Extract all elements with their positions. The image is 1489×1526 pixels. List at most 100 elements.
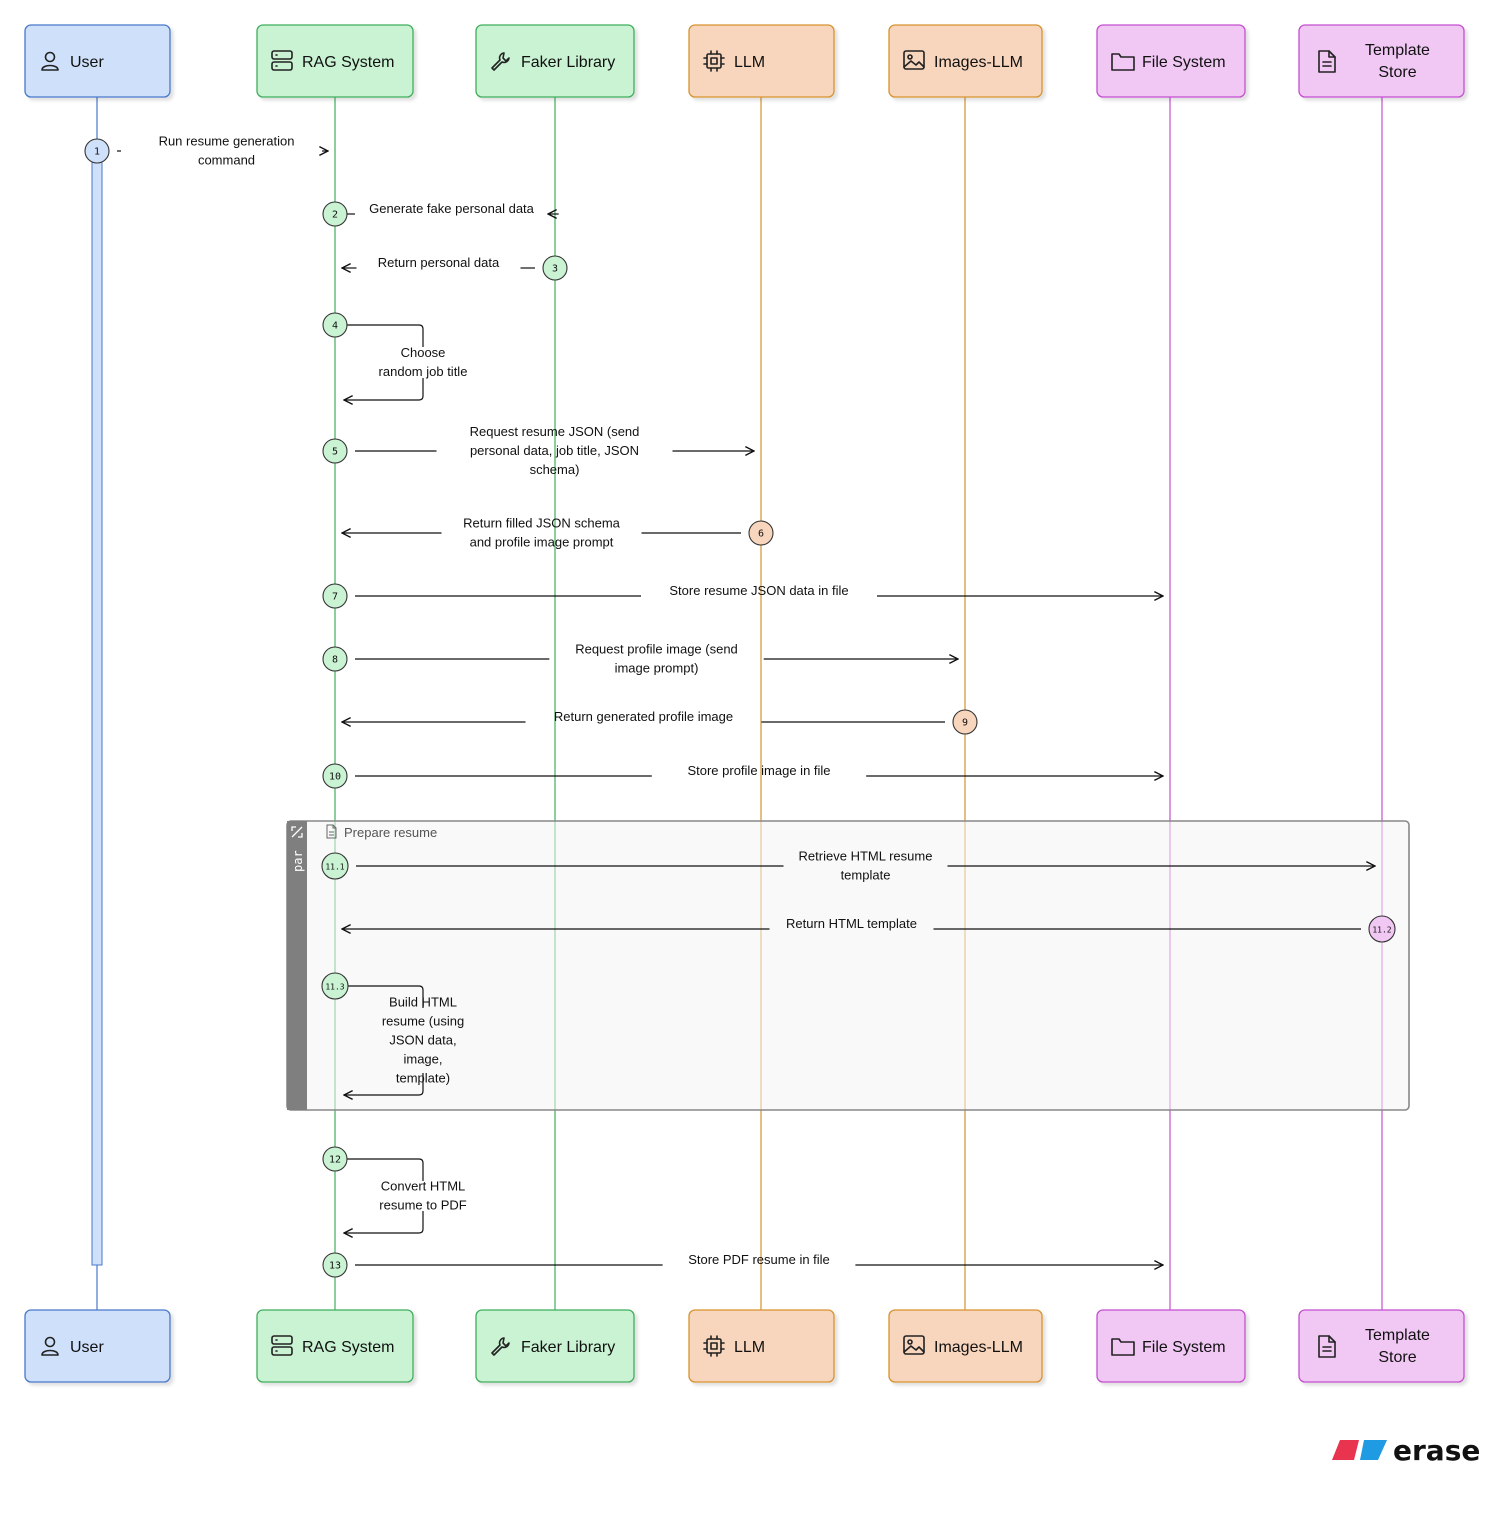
step-number: 5 bbox=[332, 447, 338, 458]
participant-box bbox=[888, 1309, 1043, 1383]
message-label: Store resume JSON data in file bbox=[669, 583, 848, 598]
participant-box bbox=[888, 24, 1043, 98]
participant-box bbox=[1096, 1309, 1246, 1383]
participant-box bbox=[475, 1309, 635, 1383]
par-sidebar bbox=[287, 821, 307, 1110]
self-message-arrow bbox=[344, 1073, 424, 1095]
folder-icon bbox=[1111, 1338, 1135, 1356]
lifelines bbox=[96, 97, 1383, 1310]
user-activation-bar bbox=[91, 159, 103, 1266]
wrench-icon bbox=[491, 52, 510, 71]
participant-label: Images-LLM bbox=[934, 1339, 1023, 1356]
user-icon bbox=[41, 51, 59, 71]
step-badge: 2 bbox=[322, 201, 348, 227]
participant-llm-top[interactable]: LLM bbox=[688, 24, 835, 98]
step-number: 13 bbox=[329, 1261, 341, 1272]
step-number: 10 bbox=[329, 772, 341, 783]
server-icon bbox=[271, 1335, 293, 1356]
par-tag-label: par bbox=[291, 850, 305, 872]
step-badge: 7 bbox=[322, 583, 348, 609]
step-badge: 10 bbox=[322, 763, 348, 789]
participant-box bbox=[475, 24, 635, 98]
collapse-icon[interactable] bbox=[291, 826, 303, 838]
self-message-path bbox=[348, 985, 424, 1008]
step-badge: 3 bbox=[542, 255, 568, 281]
participant-box bbox=[1298, 24, 1465, 98]
participant-faker-bottom[interactable]: Faker Library bbox=[475, 1309, 635, 1383]
participant-fs-bottom[interactable]: File System bbox=[1096, 1309, 1246, 1383]
document-icon bbox=[326, 824, 337, 839]
step-badge: 8 bbox=[322, 646, 348, 672]
step-badge: 6 bbox=[748, 520, 774, 546]
participant-user-bottom[interactable]: User bbox=[24, 1309, 171, 1383]
step-number: 1 bbox=[94, 147, 100, 158]
document-icon bbox=[1318, 50, 1336, 73]
eraser-logo-blue-shape bbox=[1360, 1440, 1387, 1460]
eraser-logo-text: eraser bbox=[1393, 1434, 1482, 1467]
participant-rag-bottom[interactable]: RAG System bbox=[256, 1309, 414, 1383]
cpu-icon bbox=[703, 1335, 725, 1357]
self-message-path bbox=[347, 324, 424, 347]
participant-fs-top[interactable]: File System bbox=[1096, 24, 1246, 98]
step-number: 8 bbox=[332, 655, 338, 666]
step-badge: 11.3 bbox=[321, 972, 349, 1000]
step-number: 11.2 bbox=[1372, 926, 1391, 935]
message-label: Return generated profile image bbox=[554, 709, 733, 724]
participant-label: RAG System bbox=[302, 54, 394, 71]
participant-imgllm-top[interactable]: Images-LLM bbox=[888, 24, 1043, 98]
message-label: Return personal data bbox=[378, 255, 500, 270]
step-number: 3 bbox=[552, 264, 558, 275]
participant-box bbox=[688, 24, 835, 98]
message-3: Return personal data 3 bbox=[342, 255, 568, 281]
image-icon bbox=[903, 50, 925, 70]
participant-label: User bbox=[70, 1339, 104, 1356]
message-label: Store profile image in file bbox=[687, 763, 830, 778]
participant-box bbox=[24, 1309, 171, 1383]
image-icon bbox=[903, 1335, 925, 1355]
participant-label: LLM bbox=[734, 1339, 765, 1356]
wrench-icon bbox=[491, 1337, 510, 1356]
step-number: 11.3 bbox=[325, 983, 344, 992]
participant-llm-bottom[interactable]: LLM bbox=[688, 1309, 835, 1383]
eraser-logo-red-shape bbox=[1332, 1440, 1359, 1460]
participant-rag-top[interactable]: RAG System bbox=[256, 24, 414, 98]
participants-bottom: User RAG System Faker Library LLM Images-LLM… bbox=[24, 1309, 1465, 1383]
participant-label: File System bbox=[1142, 1339, 1226, 1356]
participant-label: RAG System bbox=[302, 1339, 394, 1356]
participant-imgllm-bottom[interactable]: Images-LLM bbox=[888, 1309, 1043, 1383]
server-icon bbox=[271, 50, 293, 71]
message-7: Store resume JSON data in file 7 bbox=[322, 583, 1163, 609]
participant-box bbox=[24, 24, 171, 98]
step-badge: 5 bbox=[322, 438, 348, 464]
document-icon bbox=[1318, 1335, 1336, 1358]
step-number: 2 bbox=[332, 210, 338, 221]
participant-label: File System bbox=[1142, 54, 1226, 71]
step-number: 12 bbox=[329, 1155, 341, 1166]
step-badge: 4 bbox=[322, 312, 348, 338]
step-badge: 12 bbox=[322, 1146, 348, 1172]
participant-label: LLM bbox=[734, 54, 765, 71]
step-number: 7 bbox=[332, 592, 338, 603]
step-badge: 11.1 bbox=[321, 852, 349, 880]
participant-faker-top[interactable]: Faker Library bbox=[475, 24, 635, 98]
participant-user-top[interactable]: User bbox=[24, 24, 171, 98]
